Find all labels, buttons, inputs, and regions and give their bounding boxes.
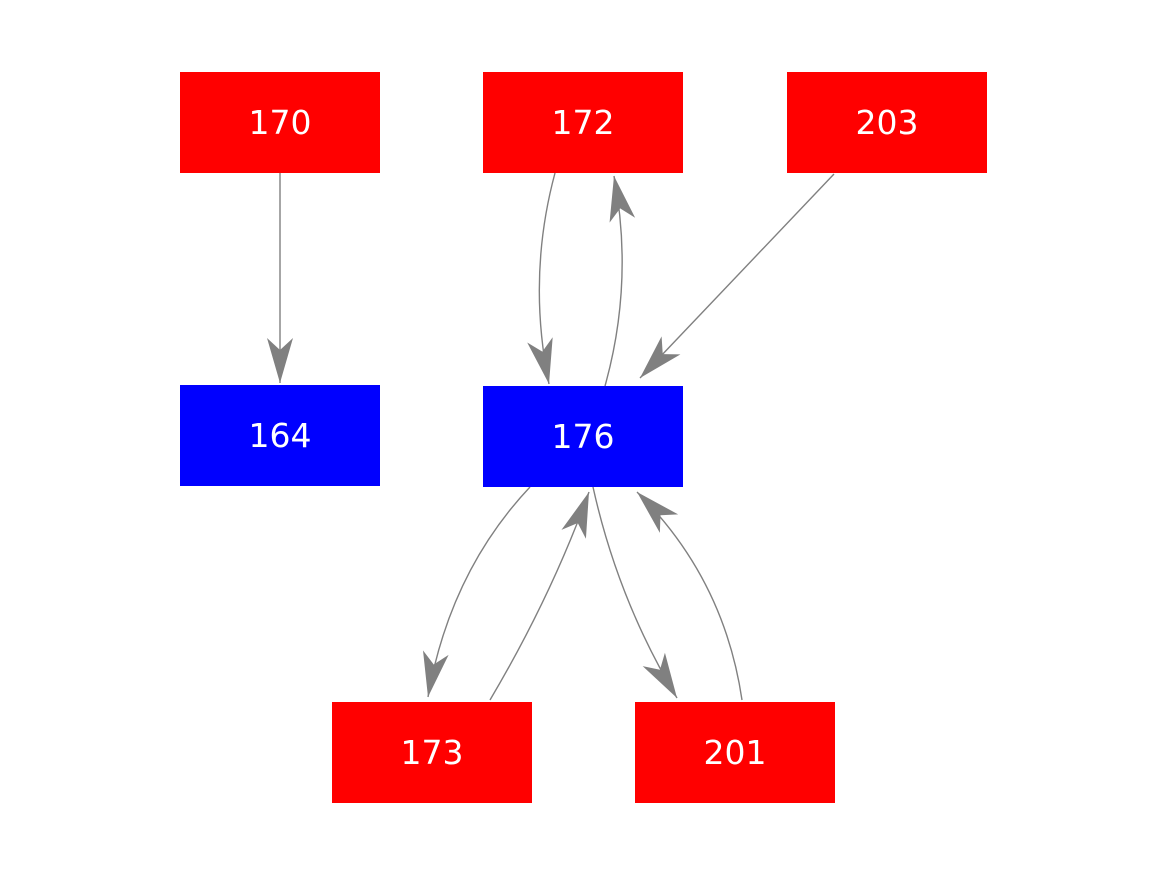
node-rect-201: [635, 702, 835, 803]
edge-201-to-176: [636, 491, 743, 701]
node-170: 170: [180, 72, 380, 173]
arrowhead-176-to-173: [422, 650, 449, 697]
node-label-164: 164: [249, 416, 312, 455]
edge-176-to-201: [592, 486, 678, 699]
node-label-201: 201: [704, 733, 767, 772]
node-label-203: 203: [856, 103, 919, 142]
node-rect-164: [180, 385, 380, 486]
arrowhead-176-to-172: [609, 176, 636, 223]
edge-203-to-176: [639, 173, 835, 379]
nodes-layer: 170 172 203 164 176 173 201: [180, 72, 987, 803]
arrowhead-172-to-176: [527, 337, 553, 384]
arrowhead-201-to-176: [637, 492, 679, 533]
node-173: 173: [332, 702, 532, 803]
node-rect-172: [483, 72, 683, 173]
node-172: 172: [483, 72, 683, 173]
node-rect-173: [332, 702, 532, 803]
edges-layer: [267, 172, 835, 701]
edge-170-to-164: [267, 173, 293, 383]
node-label-172: 172: [552, 103, 615, 142]
edge-173-to-176: [489, 491, 590, 701]
node-203: 203: [787, 72, 987, 173]
edge-176-to-172: [604, 175, 636, 387]
arrowhead-173-to-176: [561, 492, 589, 539]
node-rect-176: [483, 386, 683, 487]
node-label-173: 173: [401, 733, 464, 772]
node-201: 201: [635, 702, 835, 803]
node-label-170: 170: [249, 103, 312, 142]
edge-172-to-176: [527, 172, 556, 385]
node-rect-170: [180, 72, 380, 173]
edge-176-to-173: [422, 486, 531, 698]
edge-shaft-203-to-176: [639, 173, 835, 379]
node-label-176: 176: [552, 417, 615, 456]
arrowhead-170-to-164: [267, 338, 293, 383]
node-164: 164: [180, 385, 380, 486]
arrowhead-176-to-201: [642, 652, 677, 698]
node-176: 176: [483, 386, 683, 487]
node-rect-203: [787, 72, 987, 173]
arrowhead-203-to-176: [640, 336, 681, 378]
